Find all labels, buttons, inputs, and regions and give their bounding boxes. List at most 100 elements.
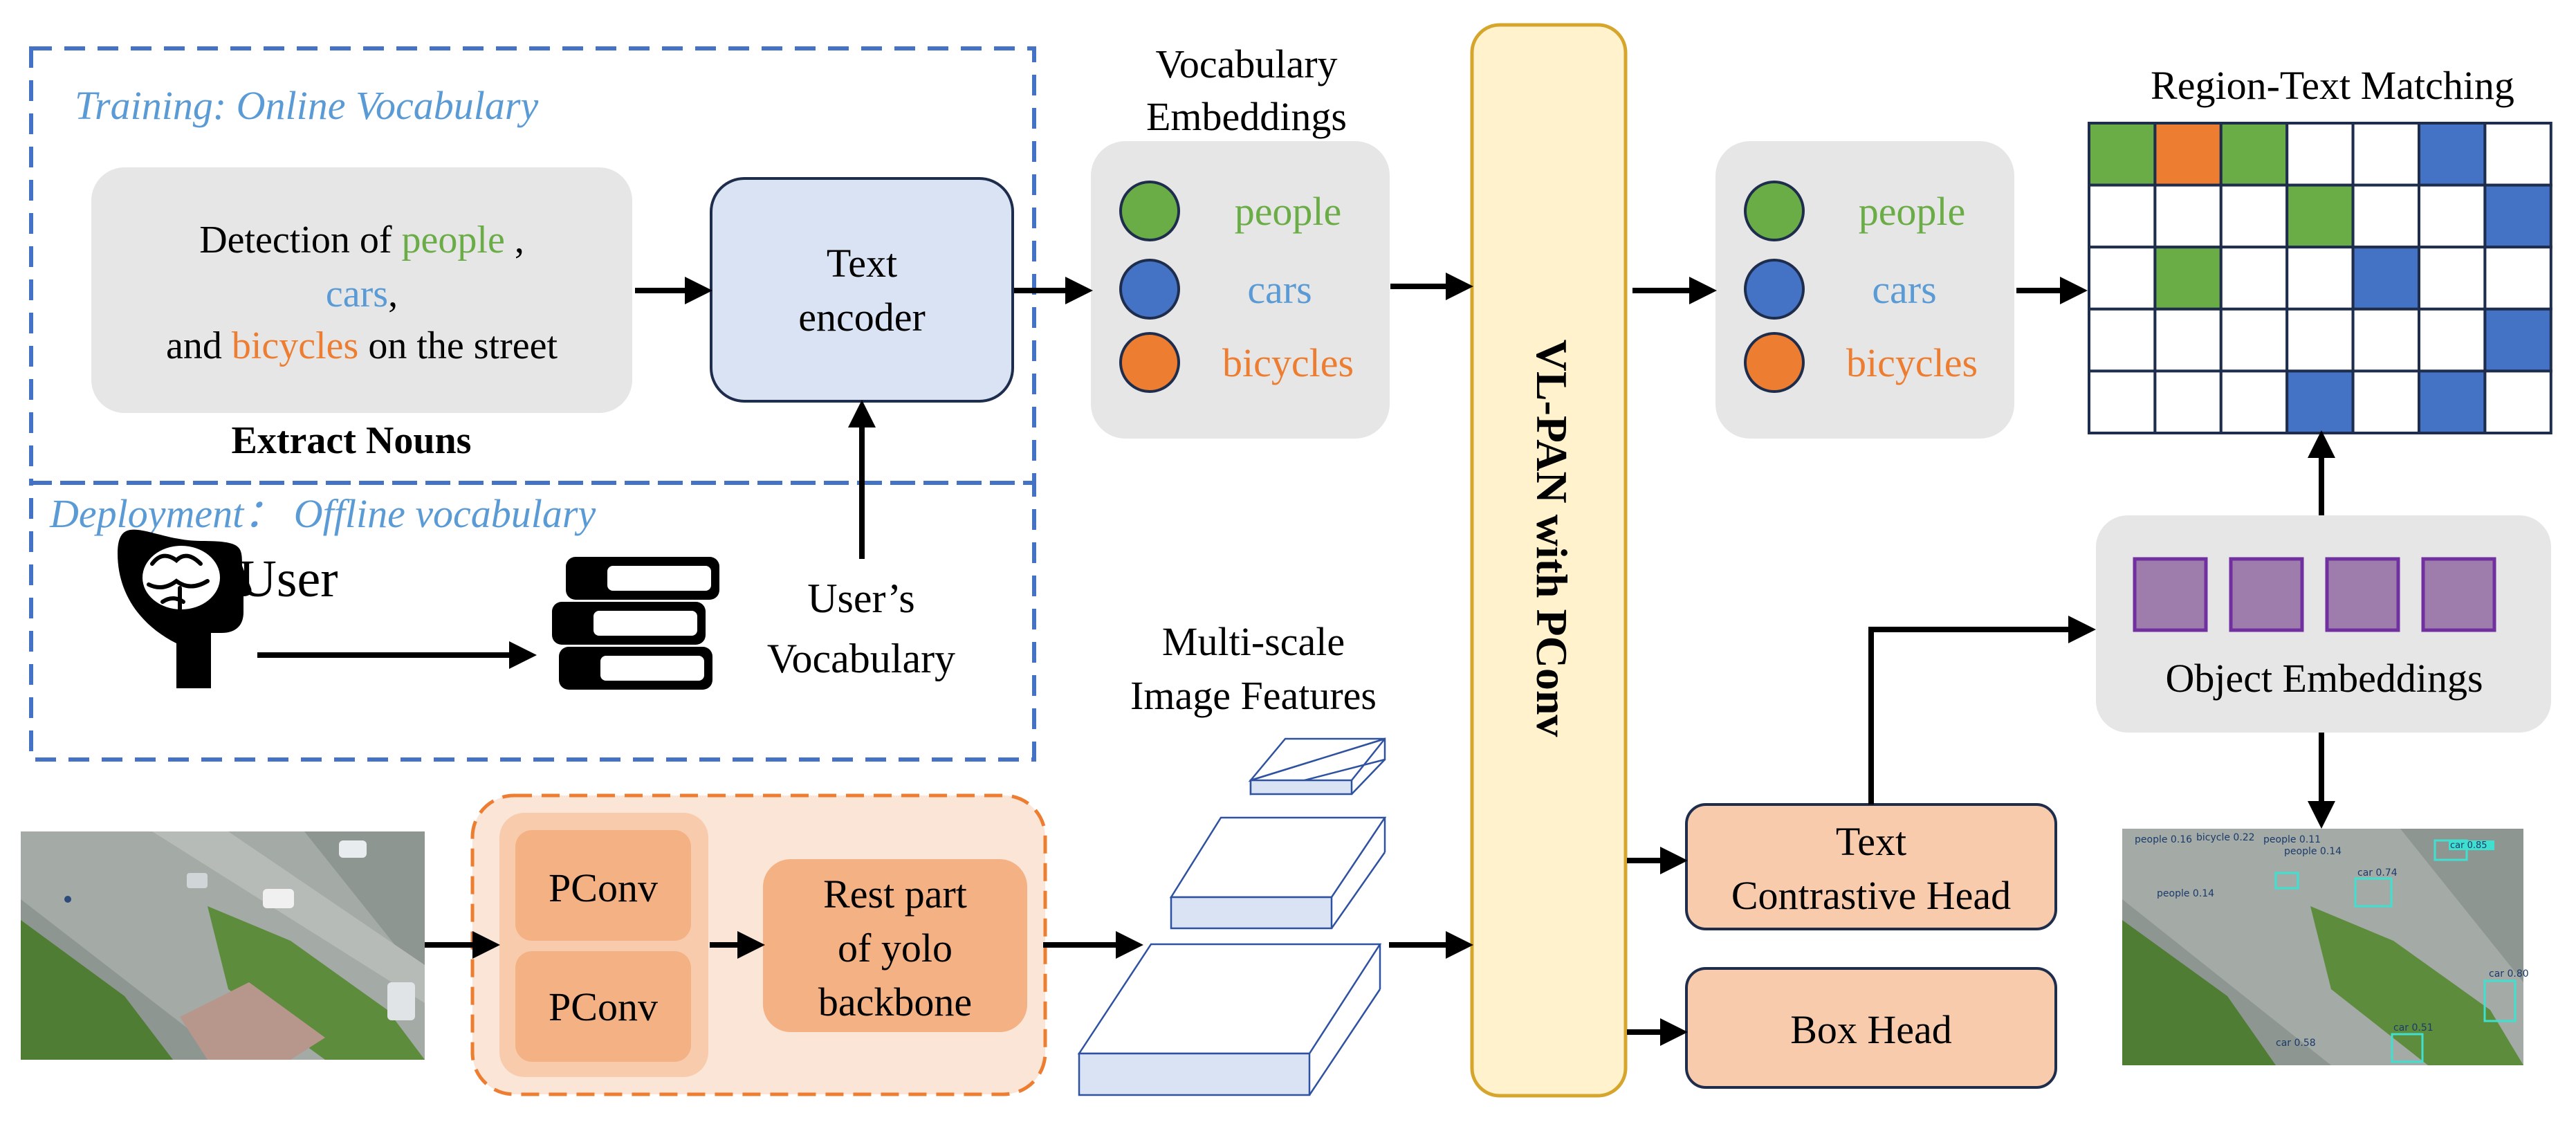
grid-cell xyxy=(2351,369,2421,435)
grid-cell xyxy=(2483,369,2552,435)
extract-nouns-label: Extract Nouns xyxy=(232,419,472,462)
vocab-embedding-label: bicycles xyxy=(1222,340,1354,385)
grid-cell xyxy=(2088,307,2157,373)
grid-cell xyxy=(2418,122,2487,187)
detection-label: people 0.16 xyxy=(2135,834,2192,845)
grid-cell xyxy=(2418,246,2487,311)
vocab-embedding-label: people xyxy=(1235,189,1342,234)
grid-cell xyxy=(2285,246,2355,311)
vocab-embedding-item: bicycles xyxy=(1119,332,1354,393)
vocab-embeddings-title-line2: Embeddings xyxy=(1146,94,1347,139)
vlpan-label: VL-PAN with PConv xyxy=(1527,340,1576,737)
feature-map-medium xyxy=(1169,816,1387,930)
grid-cell xyxy=(2483,122,2552,187)
grid-cell xyxy=(2088,369,2157,435)
sentence-box xyxy=(91,167,632,413)
grid-cell xyxy=(2219,183,2289,249)
detection-label: bicycle 0.22 xyxy=(2196,832,2255,843)
books-icon xyxy=(552,557,719,690)
text-head-line1: Text xyxy=(1836,819,1906,864)
object-embedding-square xyxy=(2229,557,2304,632)
sentence-word-people: people xyxy=(402,219,505,261)
object-embedding-square xyxy=(2133,557,2208,632)
output-vocab-dot xyxy=(1744,259,1805,320)
text-head-line2: Contrastive Head xyxy=(1731,873,2011,918)
sentence-line2-suffix: , xyxy=(388,273,398,315)
detection-label: people 0.14 xyxy=(2284,846,2342,857)
grid-cell xyxy=(2483,183,2552,249)
arrow-text-head-to-obj xyxy=(1868,616,2096,804)
grid-cell xyxy=(2153,369,2223,435)
feature-map-small xyxy=(1248,737,1386,795)
grid-cell xyxy=(2351,307,2421,373)
grid-cell xyxy=(2088,246,2157,311)
deployment-region xyxy=(29,481,1036,762)
grid-cell xyxy=(2219,122,2289,187)
grid-cell xyxy=(2351,122,2421,187)
rest-backbone-line3: backbone xyxy=(818,980,972,1024)
grid-cell xyxy=(2219,307,2289,373)
deployment-title: Deployment： Offline vocabulary xyxy=(49,491,596,536)
sentence-line3-suffix: on the street xyxy=(358,324,558,367)
object-embedding-square xyxy=(2325,557,2400,632)
detection-label: car 0.51 xyxy=(2393,1022,2434,1033)
grid-cell xyxy=(2483,307,2552,373)
grid-cell xyxy=(2418,183,2487,249)
object-embedding-squares xyxy=(2133,557,2496,632)
detection-label: car 0.58 xyxy=(2276,1038,2316,1049)
output-vocab-dot xyxy=(1744,332,1805,393)
rest-backbone-line1: Rest part xyxy=(823,872,967,917)
region-text-title: Region-Text Matching xyxy=(2151,63,2514,108)
grid-cell xyxy=(2351,246,2421,311)
pconv1-box xyxy=(515,830,691,941)
pconv2-box xyxy=(515,951,691,1062)
detection-label: car 0.85 xyxy=(2450,840,2487,851)
output-vocab-label: bicycles xyxy=(1846,340,1978,385)
sentence-word-cars: cars xyxy=(326,273,388,315)
sentence-line1: Detection of people , xyxy=(199,219,524,261)
object-embeddings-label: Object Embeddings xyxy=(2165,656,2483,701)
grid-cell xyxy=(2153,307,2223,373)
training-title: Training: Online Vocabulary xyxy=(75,83,538,128)
users-vocab-line1: User’s xyxy=(807,576,915,621)
rest-backbone-box xyxy=(763,859,1027,1032)
sentence-line3: and bicycles on the street xyxy=(166,324,558,367)
detection-label: people 0.11 xyxy=(2263,834,2321,845)
vocab-embeddings-title-line1: Vocabulary xyxy=(1155,42,1337,86)
vlpan-box xyxy=(1470,23,1628,1098)
grid-cell xyxy=(2153,122,2223,187)
pconv2-label: PConv xyxy=(549,984,658,1029)
detection-label: people 0.14 xyxy=(2157,888,2214,899)
vocab-embedding-item: people xyxy=(1119,181,1342,241)
grid-cell xyxy=(2285,122,2355,187)
text-encoder-line1: Text xyxy=(827,241,897,286)
multiscale-title-line2: Image Features xyxy=(1130,673,1377,718)
grid-cell xyxy=(2088,183,2157,249)
user-label: User xyxy=(239,550,338,608)
detection-label: car 0.80 xyxy=(2489,968,2529,980)
grid-cell xyxy=(2088,122,2157,187)
grid-cell xyxy=(2285,183,2355,249)
output-vocab-dot xyxy=(1744,181,1805,241)
feature-map-large xyxy=(1077,943,1382,1096)
region-text-grid xyxy=(2088,122,2552,435)
output-detection-image: people 0.16 bicycle 0.22 people 0.11 peo… xyxy=(2122,829,2529,1065)
vocab-embedding-dot xyxy=(1119,259,1180,320)
output-vocab-item: cars xyxy=(1744,259,1937,320)
grid-cell xyxy=(2153,183,2223,249)
users-vocab-line2: Vocabulary xyxy=(767,636,955,681)
sentence-line1-suffix: , xyxy=(505,219,524,261)
output-vocab-item: people xyxy=(1744,181,1965,241)
rest-backbone-line2: of yolo xyxy=(838,926,953,971)
grid-cell xyxy=(2219,246,2289,311)
box-head-label: Box Head xyxy=(1790,1007,1952,1052)
grid-cell xyxy=(2285,307,2355,373)
input-aerial-image xyxy=(21,831,425,1060)
text-encoder-line2: encoder xyxy=(798,295,926,340)
text-encoder-box xyxy=(710,177,1014,403)
output-vocab-item: bicycles xyxy=(1744,332,1978,393)
grid-cell xyxy=(2153,246,2223,311)
grid-cell xyxy=(2219,369,2289,435)
sentence-word-bicycles: bicycles xyxy=(232,324,358,367)
